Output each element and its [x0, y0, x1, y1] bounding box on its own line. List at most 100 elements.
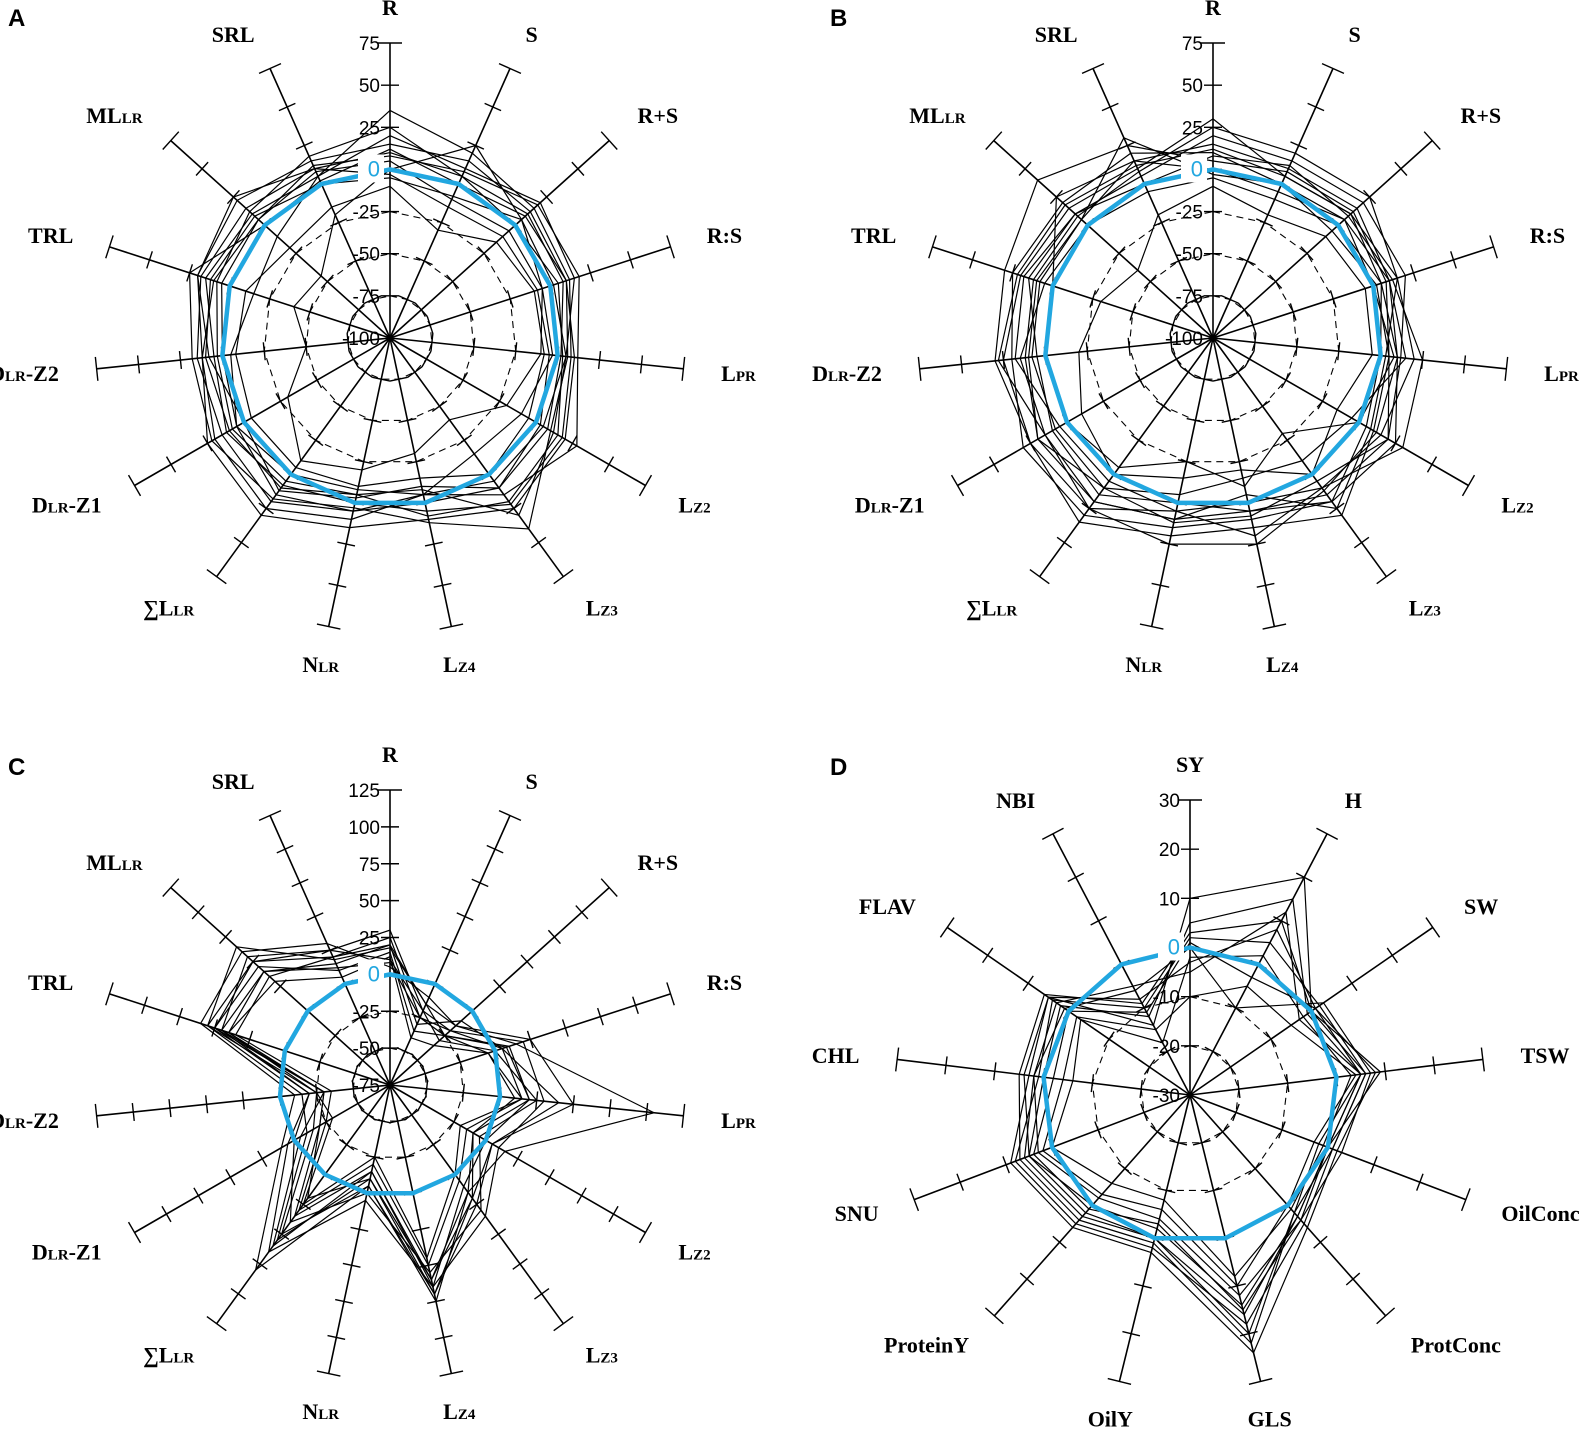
tick-mark: [1249, 316, 1257, 334]
tick-mark: [360, 1108, 377, 1121]
tick-label-c: 100: [348, 818, 380, 839]
tick-mark: [1254, 400, 1271, 413]
tick-label-a: -50: [353, 245, 380, 266]
tick-mark: [1130, 434, 1147, 447]
tick-mark: [306, 303, 314, 321]
panel-a: ARSR+SR:SLPRLZ2LZ3LZ4NLR∑LLRDLR-Z1DLR-Z2…: [0, 0, 756, 677]
tick-label-b: -25: [1176, 203, 1203, 224]
axis-label-b-12: TRL: [851, 223, 896, 248]
tick-mark: [1098, 393, 1109, 410]
axis-line-a-8: [327, 337, 391, 627]
tick-mark: [94, 356, 99, 381]
tick-mark: [1295, 337, 1299, 356]
tick-mark: [571, 161, 585, 176]
tick-mark: [1426, 456, 1438, 473]
tick-mark: [493, 979, 507, 994]
tick-mark: [1134, 1283, 1152, 1289]
tick-mark: [1139, 1080, 1143, 1099]
tick-label-a: -75: [353, 287, 380, 308]
tick-mark: [127, 1221, 142, 1244]
axis-line-b-10: [957, 337, 1214, 487]
axis-label-c-5: LZ2: [678, 1240, 710, 1265]
series-line-a-3: [201, 160, 554, 520]
tick-mark: [1143, 274, 1157, 289]
tick-mark: [514, 342, 518, 361]
tick-label-c: -25: [353, 1002, 380, 1023]
tick-mark: [909, 1188, 920, 1212]
tick-mark: [363, 417, 382, 423]
tick-label-a: 0: [368, 156, 380, 181]
axis-label-c-3: R:S: [707, 970, 742, 995]
axis-line-a-10: [134, 337, 391, 487]
tick-label-c: -50: [353, 1039, 380, 1060]
tick-mark: [512, 1258, 528, 1270]
axis-line-a-9: [215, 337, 391, 578]
tick-mark: [351, 1064, 359, 1083]
tick-mark: [939, 917, 955, 938]
tick-mark: [544, 1169, 555, 1186]
tick-label-b: -100: [1165, 329, 1203, 350]
axis-line-a-14: [269, 68, 391, 339]
axis-label-a-9: ∑LLR: [143, 595, 194, 620]
tick-mark: [985, 131, 1003, 150]
tick-mark: [600, 131, 618, 150]
tick-mark: [105, 982, 114, 1006]
tick-mark: [1346, 975, 1358, 992]
series-line-a-6: [197, 143, 576, 529]
tick-mark: [425, 1079, 429, 1098]
tick-mark: [127, 474, 142, 497]
tick-mark: [266, 290, 274, 308]
tick-mark: [1103, 1031, 1115, 1047]
tick-mark: [206, 1316, 227, 1332]
tick-mark: [396, 1047, 414, 1056]
tick-mark: [1232, 1103, 1240, 1122]
tick-mark: [1169, 316, 1177, 334]
series-line-d-0: [1023, 876, 1381, 1306]
tick-mark: [1269, 274, 1283, 289]
tick-mark: [1321, 62, 1345, 75]
reference-line-d: [1041, 945, 1339, 1241]
axis-label-b-10: DLR-Z1: [855, 493, 925, 518]
axis-label-b-13: MLLR: [909, 103, 965, 128]
tick-mark: [1224, 1059, 1237, 1075]
tick-mark: [168, 1099, 172, 1118]
tick-mark: [586, 264, 594, 282]
tick-mark: [347, 256, 365, 266]
tick-mark: [1101, 102, 1119, 112]
series-line-b-5: [1078, 185, 1373, 479]
tick-mark: [1255, 218, 1273, 227]
tick-mark: [600, 878, 618, 897]
series-line-a-4: [230, 135, 575, 496]
axis-line-a-2: [389, 140, 610, 339]
series-line-c-4: [200, 942, 655, 1303]
axis-label-c-4: LPR: [721, 1108, 756, 1133]
series-line-d-8: [1018, 920, 1367, 1344]
tick-mark: [1376, 1307, 1396, 1325]
tick-mark: [327, 1334, 346, 1341]
tick-mark: [161, 1205, 172, 1223]
tick-mark: [295, 141, 313, 150]
panel-letter-c: C: [8, 754, 25, 781]
axis-label-a-8: NLR: [302, 652, 339, 677]
tick-mark: [1248, 1377, 1273, 1385]
axis-label-b-0: R: [1205, 0, 1222, 20]
tick-mark: [456, 1053, 464, 1071]
zero-label-bg: [1158, 932, 1184, 961]
tick-mark: [1450, 251, 1457, 269]
tick-label-a: -25: [353, 203, 380, 224]
axis-label-a-12: TRL: [28, 223, 73, 248]
tick-mark: [576, 1187, 587, 1204]
tick-mark: [1370, 1156, 1378, 1174]
tick-label-a: 50: [359, 76, 380, 97]
axis-label-d-7: OilY: [1088, 1407, 1133, 1432]
tick-mark: [1230, 459, 1249, 465]
panel-c: CRSR+SR:SLPRLZ2LZ3LZ4NLR∑LLRDLR-Z1DLR-Z2…: [0, 742, 756, 1424]
axis-line-a-3: [389, 246, 671, 339]
tick-mark: [426, 316, 434, 334]
tick-mark: [410, 1053, 424, 1068]
axis-label-a-4: LPR: [721, 361, 756, 386]
grid-ring-b-5: [1128, 253, 1298, 421]
tick-mark: [1085, 342, 1089, 361]
axis-label-b-5: LZ2: [1501, 493, 1533, 518]
tick-mark: [278, 102, 296, 112]
